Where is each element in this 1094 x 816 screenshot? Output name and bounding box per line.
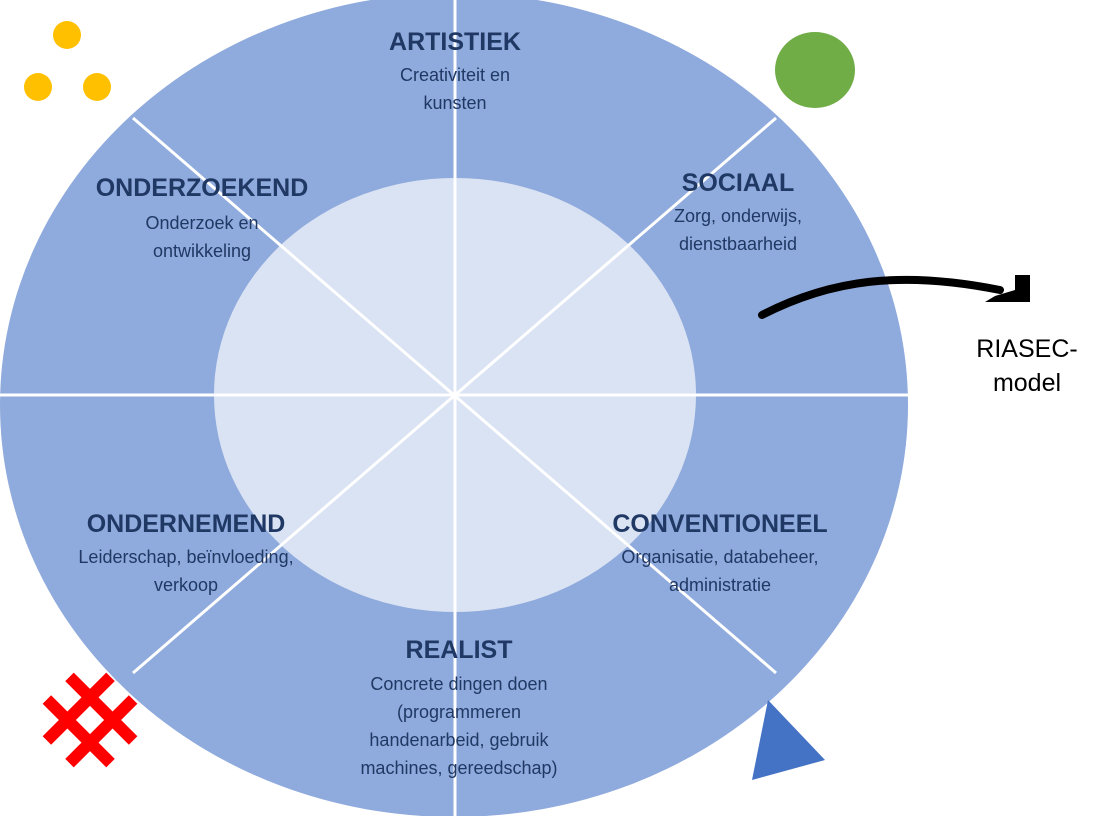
segment-text: Onderzoek en [145,213,258,233]
segment-text: verkoop [154,575,218,595]
segment-text: Zorg, onderwijs, [674,206,802,226]
segment-text: ontwikkeling [153,241,251,261]
segment-title: REALIST [406,636,513,664]
segment-onderzoekend: ONDERZOEKEND Onderzoek en ontwikkeling [96,174,309,261]
green-circle-icon [775,32,855,108]
segment-text: Organisatie, databeheer, [621,547,818,567]
segment-title: ONDERNEMEND [87,510,286,538]
arrow-icon [758,275,1004,319]
segment-title: ONDERZOEKEND [96,174,309,202]
red-hash-icon [42,672,138,768]
segment-realist: REALIST Concrete dingen doen (programmer… [360,636,557,778]
segment-text: (programmeren [397,702,521,722]
segment-text: administratie [669,575,771,595]
segment-conventioneel: CONVENTIONEEL Organisatie, databeheer, a… [612,510,827,595]
segment-title: SOCIAAL [682,169,795,197]
segment-text: dienstbaarheid [679,234,797,254]
segment-text: handenarbeid, gebruik [369,730,549,750]
segment-text: machines, gereedschap) [360,758,557,778]
segment-artistiek: ARTISTIEK Creativiteit en kunsten [389,28,521,113]
segment-title: ARTISTIEK [389,28,521,56]
callout-text: RIASEC- [976,335,1077,363]
dividers [0,0,908,816]
segment-sociaal: SOCIAAL Zorg, onderwijs, dienstbaarheid [674,169,802,254]
segment-text: Creativiteit en [400,65,510,85]
arrow-head-icon [985,275,1030,302]
callout-text: model [993,369,1061,397]
segment-text: Leiderschap, beïnvloeding, [78,547,293,567]
segment-title: CONVENTIONEEL [612,510,827,538]
riasec-callout: RIASEC- model [976,335,1077,397]
blue-triangle-icon [752,700,825,780]
yellow-dots-icon [24,21,111,101]
segment-ondernemend: ONDERNEMEND Leiderschap, beïnvloeding, v… [78,510,293,595]
segment-text: Concrete dingen doen [370,674,547,694]
segment-text: kunsten [423,93,486,113]
